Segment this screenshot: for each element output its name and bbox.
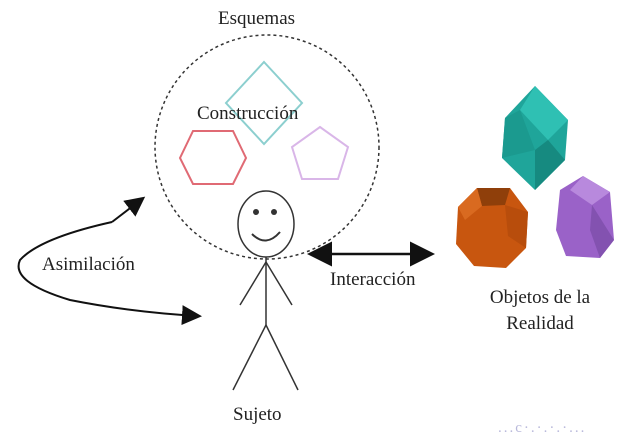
objetos-label-line2: Realidad [506,312,574,334]
hexagon-shape [178,130,248,185]
right-eye [271,209,277,215]
teal-crystal [502,86,568,190]
pentagon-shape [290,125,350,180]
right-leg [265,324,299,391]
schema-circle [154,34,380,260]
orange-crystal [456,188,528,268]
stick-figure [232,190,299,391]
diamond-shape [224,60,304,146]
objetos-label-line1: Objetos de la [489,287,591,308]
assimilation-arrow [17,221,202,326]
smile [251,231,281,242]
construccion-label: Construcción [197,103,299,124]
left-arm [239,261,267,306]
purple-crystal [556,176,614,258]
head [237,190,295,258]
footer-partial-text: ...c·.·.·.·... [498,420,587,436]
sujeto-label: Sujeto [233,404,282,425]
right-arm [265,261,293,306]
asimilacion-label: Asimilación [42,254,135,275]
objetos-label: Objetos de la Realidad [470,285,610,336]
esquemas-label: Esquemas [218,8,296,29]
interaccion-label: Interacción [330,269,416,290]
left-eye [253,209,259,215]
left-leg [232,324,267,391]
assimilation-arrow-top [111,196,146,223]
